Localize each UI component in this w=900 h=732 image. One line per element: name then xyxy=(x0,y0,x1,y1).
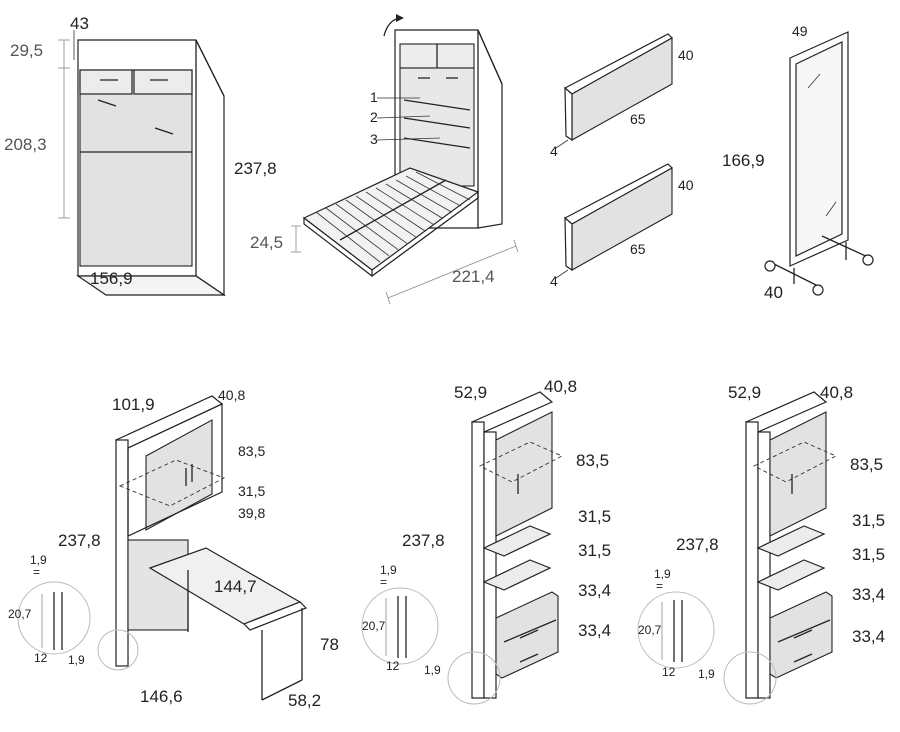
bed-open-label-1: 1 xyxy=(370,89,378,105)
shelf-b-thickness: 4 xyxy=(550,273,558,289)
desk-unit-width: 101,9 xyxy=(112,395,155,414)
su1-detail-b: 20,7 xyxy=(362,619,386,633)
shelf-a-figure xyxy=(563,33,673,142)
desk-unit-desk-d: 58,2 xyxy=(288,691,321,710)
desk-unit-desk-h: 78 xyxy=(320,635,339,654)
bed-slat xyxy=(375,187,435,226)
bed-closed-figure xyxy=(58,30,226,297)
mirror-width: 49 xyxy=(792,23,808,39)
shelf-a-thickness: 4 xyxy=(550,143,558,159)
shelf-unit-2-s4: 33,4 xyxy=(852,627,885,646)
su2-detail-a: 1,9 xyxy=(654,567,671,581)
shelf-unit-1-s3: 33,4 xyxy=(578,581,611,600)
shelf-unit-1-width: 52,9 xyxy=(454,383,487,402)
desk-detail-a: 1,9 xyxy=(30,553,47,567)
bed-slat xyxy=(415,171,471,201)
su1-detail-eq: = xyxy=(380,575,387,589)
shelf-b-width: 65 xyxy=(630,241,646,257)
bed-slat xyxy=(355,195,417,238)
shelf-unit-2-depth: 40,8 xyxy=(820,383,853,402)
bed-slat xyxy=(315,211,381,263)
bed-closed-top: 29,5 xyxy=(10,41,43,60)
shelf-unit-1-s1: 31,5 xyxy=(578,507,611,526)
bed-open-figure xyxy=(302,14,503,278)
bed-slat xyxy=(325,207,390,257)
desk-unit-cabinet-h: 83,5 xyxy=(238,443,265,459)
shelf-unit-1-cabinet-h: 83,5 xyxy=(576,451,609,470)
bed-closed-depth: 43 xyxy=(70,14,89,33)
shelf-unit-1-s4: 33,4 xyxy=(578,621,611,640)
desk-unit-total-h: 237,8 xyxy=(58,531,101,550)
mirror-height: 166,9 xyxy=(722,151,765,170)
desk-unit-desk-w: 144,7 xyxy=(214,577,257,596)
shelf-unit-2-s2: 31,5 xyxy=(852,545,885,564)
shelf-b-height: 40 xyxy=(678,177,694,193)
desk-detail-c: 12 xyxy=(34,651,48,665)
su1-detail-d: 1,9 xyxy=(424,663,441,677)
bed-closed-bed-height: 208,3 xyxy=(4,135,47,154)
bed-slat xyxy=(335,203,399,250)
shelf-unit-2-cabinet-h: 83,5 xyxy=(850,455,883,474)
shelf-unit-2-width: 52,9 xyxy=(728,383,761,402)
bed-center-rail xyxy=(339,179,447,241)
shelf-unit-2-total-h: 237,8 xyxy=(676,535,719,554)
bed-closed-total-height: 237,8 xyxy=(234,159,277,178)
desk-unit-depth: 40,8 xyxy=(218,387,245,403)
bed-slat xyxy=(345,199,408,244)
su2-detail-d: 1,9 xyxy=(698,667,715,681)
shelf-unit-1-figure xyxy=(361,391,564,705)
shelf-unit-2-s1: 31,5 xyxy=(852,511,885,530)
desk-unit-figure xyxy=(17,395,308,701)
shelf-unit-1-depth: 40,8 xyxy=(544,377,577,396)
mirror-base: 40 xyxy=(764,283,783,302)
su2-detail-b: 20,7 xyxy=(638,623,662,637)
bed-closed-width: 156,9 xyxy=(90,269,133,288)
bed-open-label-2: 2 xyxy=(370,109,378,125)
bed-open-leg-height: 24,5 xyxy=(250,233,283,252)
desk-unit-base-w: 146,6 xyxy=(140,687,183,706)
bed-slat xyxy=(365,191,426,232)
desk-unit-gap1: 31,5 xyxy=(238,483,265,499)
shelf-unit-2-s3: 33,4 xyxy=(852,585,885,604)
desk-unit-gap2: 39,8 xyxy=(238,505,265,521)
shelf-b-figure xyxy=(563,163,673,272)
shelf-unit-2-figure xyxy=(637,391,838,705)
desk-detail-d: 1,9 xyxy=(68,653,85,667)
shelf-a-width: 65 xyxy=(630,111,646,127)
su2-detail-eq: = xyxy=(656,579,663,593)
su1-detail-c: 12 xyxy=(386,659,400,673)
su2-detail-c: 12 xyxy=(662,665,676,679)
su1-detail-a: 1,9 xyxy=(380,563,397,577)
shelf-unit-1-s2: 31,5 xyxy=(578,541,611,560)
bed-slat xyxy=(395,179,453,213)
bed-slat xyxy=(385,183,444,219)
bed-open-length: 221,4 xyxy=(452,267,495,286)
mirror-figure xyxy=(764,31,874,296)
desk-detail-b: 20,7 xyxy=(8,607,32,621)
bed-open-label-3: 3 xyxy=(370,131,378,147)
bed-slats xyxy=(315,171,471,263)
shelf-a-height: 40 xyxy=(678,47,694,63)
shelf-unit-1-total-h: 237,8 xyxy=(402,531,445,550)
desk-detail-eq: = xyxy=(33,565,40,579)
bed-slat xyxy=(405,175,462,207)
